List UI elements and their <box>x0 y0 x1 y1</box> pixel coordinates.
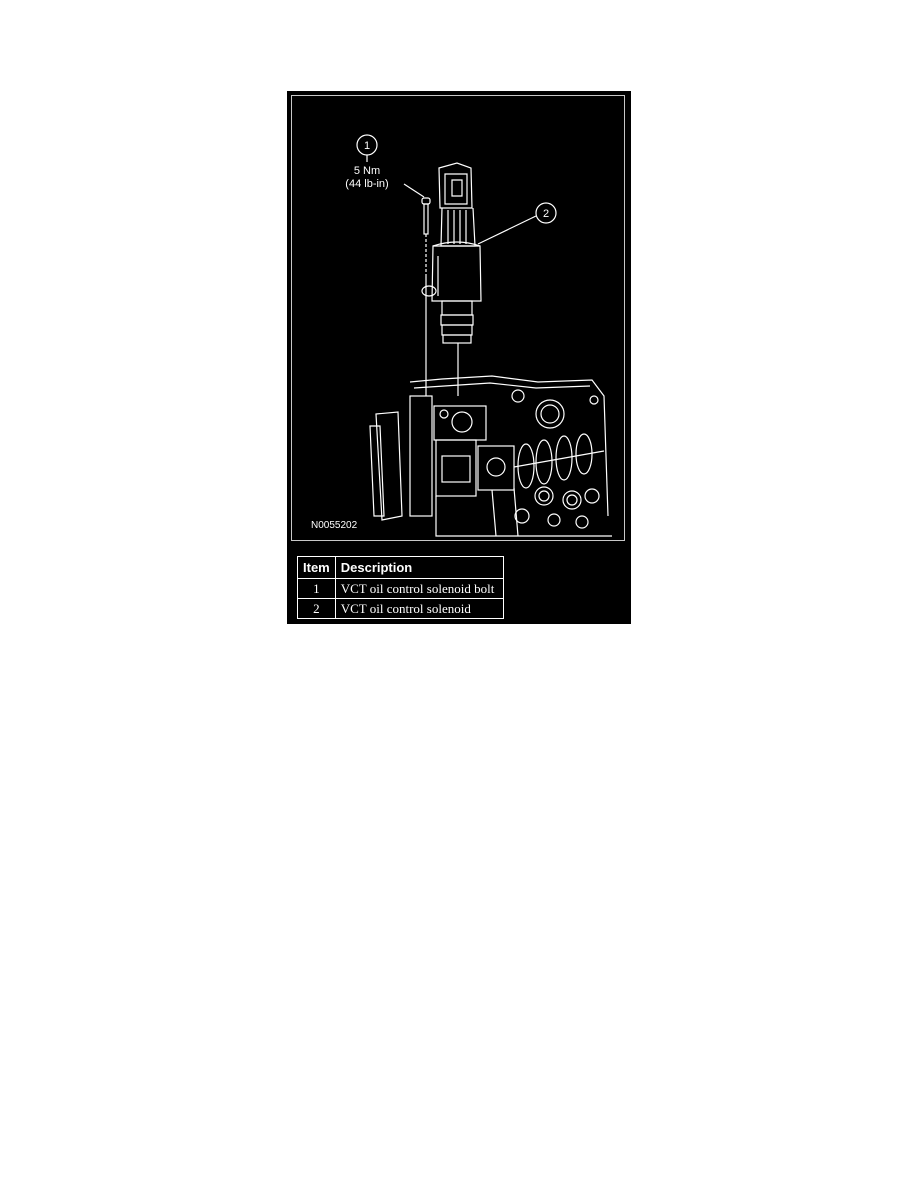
column-header-item: Item <box>297 556 336 579</box>
table-row: 2 VCT oil control solenoid <box>297 598 504 619</box>
figure-panel: 1 5 Nm (44 lb-in) 2 N0055202 Item Descri… <box>287 91 631 624</box>
bolt-drawing <box>421 197 431 396</box>
callout-2-leader <box>477 215 537 245</box>
solenoid-drawing <box>421 162 482 396</box>
callout-1-leader <box>403 183 425 198</box>
callout-2-circle <box>535 202 557 224</box>
illustration-drawing: 1 5 Nm (44 lb-in) 2 N0055202 <box>311 134 612 537</box>
item-description: VCT oil control solenoid bolt <box>334 578 504 599</box>
item-table: Item Description 1 VCT oil control solen… <box>297 556 504 619</box>
figure-id: N0055202 <box>311 520 358 531</box>
table-header-row: Item Description <box>297 556 504 579</box>
callout-2-number: 2 <box>543 208 549 220</box>
callout-1-torque-nm: 5 Nm <box>354 165 380 177</box>
line-art <box>356 134 612 537</box>
callout-1-number: 1 <box>364 140 370 152</box>
solenoid-illustration: 1 5 Nm (44 lb-in) 2 N0055202 <box>291 95 625 541</box>
column-header-description: Description <box>334 556 504 579</box>
item-number: 2 <box>297 598 336 619</box>
callout-1-torque-lbin: (44 lb-in) <box>345 178 388 190</box>
engine-block-drawing <box>369 375 612 537</box>
item-number: 1 <box>297 578 336 599</box>
item-description: VCT oil control solenoid <box>334 598 504 619</box>
table-row: 1 VCT oil control solenoid bolt <box>297 578 504 599</box>
